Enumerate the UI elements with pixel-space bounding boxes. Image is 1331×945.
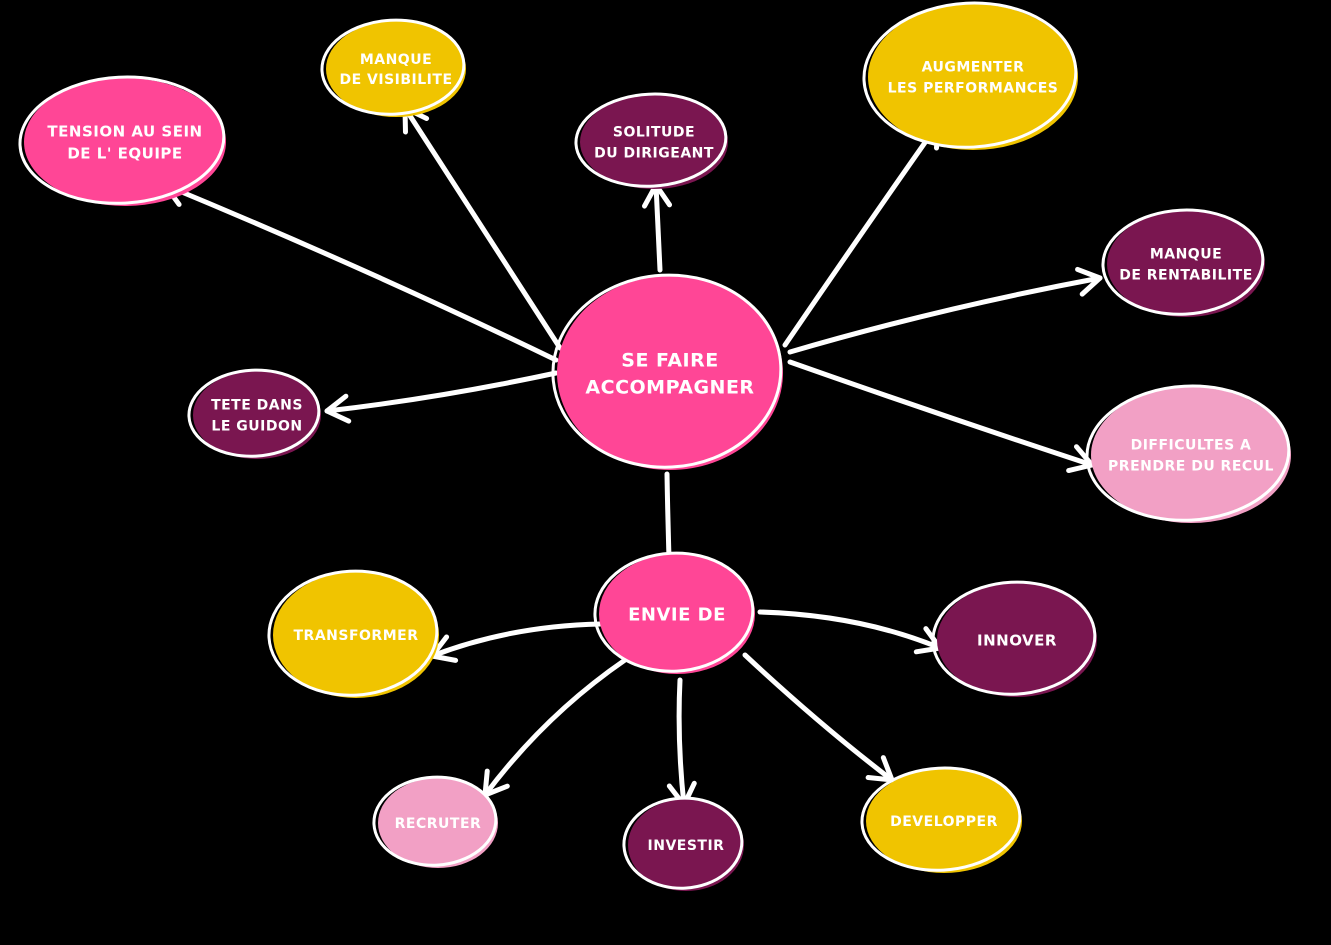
- node-center: SE FAIRE ACCOMPAGNER: [551, 273, 783, 470]
- node-label-line: TRANSFORMER: [294, 628, 419, 644]
- arrow-shaft: [742, 652, 895, 783]
- node-outline: [551, 273, 783, 469]
- node-bubble: [580, 95, 728, 189]
- arrow-shaft: [324, 370, 559, 414]
- node-label-line: DE VISIBILITE: [339, 72, 452, 88]
- node-bubble: [599, 554, 755, 674]
- arrow-head: [1075, 266, 1103, 297]
- arrow-shaft: [757, 609, 943, 651]
- node-bubble: [628, 799, 744, 891]
- edges-layer: [162, 105, 1103, 808]
- arrow-shaft: [787, 275, 1103, 355]
- node-label-line: ENVIE DE: [628, 604, 726, 625]
- node-recruter: RECRUTER: [372, 775, 498, 868]
- node-bubble: [273, 572, 439, 698]
- node-bubble: [937, 583, 1097, 697]
- node-label-line: RECRUTER: [395, 816, 482, 832]
- node-label-line: DE L' EQUIPE: [67, 144, 182, 162]
- node-label-line: SE FAIRE: [621, 349, 718, 371]
- node-investir: INVESTIR: [622, 796, 744, 891]
- node-tension: TENSION AU SEIN DE L' EQUIPE: [18, 75, 226, 206]
- arrow-shaft: [653, 182, 663, 273]
- node-transformer: TRANSFORMER: [267, 569, 439, 698]
- node-outline: [267, 569, 439, 697]
- node-envie: ENVIE DE: [593, 551, 755, 674]
- node-bubble: [193, 371, 321, 459]
- node-innover: INNOVER: [931, 580, 1097, 697]
- node-bubble: [1091, 387, 1291, 523]
- arrow-shaft: [482, 657, 628, 798]
- node-outline: [860, 766, 1022, 872]
- node-label-line: MANQUE: [360, 52, 432, 68]
- node-visibilite: MANQUE DE VISIBILITE: [320, 18, 466, 117]
- arrow-shaft: [787, 359, 1095, 468]
- node-label-line: AUGMENTER: [922, 60, 1025, 76]
- node-label-line: DU DIRIGEANT: [594, 146, 714, 162]
- node-outline: [574, 92, 728, 188]
- arrow-shaft: [162, 182, 559, 363]
- nodes-layer: SE FAIRE ACCOMPAGNER TENSION AU SEIN DE L' …: [18, 1, 1291, 891]
- arrow-to-recul: [787, 359, 1095, 474]
- node-outline: [862, 1, 1078, 149]
- node-outline: [187, 368, 321, 458]
- node-bubble: [557, 276, 783, 470]
- node-label-line: DEVELOPPER: [890, 814, 998, 830]
- node-label-line: TENSION AU SEIN: [47, 122, 202, 140]
- node-label-line: ACCOMPAGNER: [585, 376, 754, 398]
- node-label-line: DE RENTABILITE: [1119, 268, 1253, 284]
- arrow-shaft: [782, 121, 941, 348]
- node-label-line: PRENDRE DU RECUL: [1108, 459, 1274, 475]
- node-bubble: [326, 21, 466, 117]
- node-label-line: MANQUE: [1150, 247, 1222, 263]
- node-developper: DEVELOPPER: [860, 766, 1022, 873]
- arrow-shaft: [676, 677, 687, 808]
- node-label-line: LE GUIDON: [211, 419, 302, 435]
- arrow-head: [324, 393, 352, 424]
- node-performances: AUGMENTER LES PERFORMANCES: [862, 1, 1078, 150]
- arrow-head: [1066, 444, 1095, 474]
- node-outline: [1101, 208, 1265, 316]
- node-label-line: LES PERFORMANCES: [888, 81, 1059, 97]
- node-bubble: [868, 4, 1078, 150]
- node-solitude: SOLITUDE DU DIRIGEANT: [574, 92, 728, 189]
- arrow-shaft: [429, 621, 603, 659]
- node-label-line: DIFFICULTES A: [1131, 438, 1252, 454]
- node-bubble: [1107, 211, 1265, 317]
- arrow-shaft: [402, 105, 563, 351]
- node-label-line: SOLITUDE: [613, 125, 695, 141]
- arrow-to-guidon: [324, 370, 559, 424]
- node-label-line: TETE DANS: [211, 398, 303, 414]
- node-outline: [931, 580, 1097, 696]
- node-label-line: INNOVER: [977, 631, 1057, 649]
- node-bubble: [866, 769, 1022, 873]
- arrow-to-rentabilite: [787, 266, 1103, 355]
- node-guidon: TETE DANS LE GUIDON: [187, 368, 321, 459]
- node-outline: [622, 796, 744, 890]
- node-bubble: [24, 78, 226, 206]
- node-outline: [593, 551, 755, 673]
- node-outline: [1085, 384, 1291, 522]
- node-outline: [372, 775, 498, 867]
- node-recul: DIFFICULTES A PRENDRE DU RECUL: [1085, 384, 1291, 523]
- node-outline: [18, 75, 226, 205]
- node-label-line: INVESTIR: [648, 838, 725, 854]
- node-outline: [320, 18, 466, 116]
- node-rentabilite: MANQUE DE RENTABILITE: [1101, 208, 1265, 317]
- node-bubble: [378, 778, 498, 868]
